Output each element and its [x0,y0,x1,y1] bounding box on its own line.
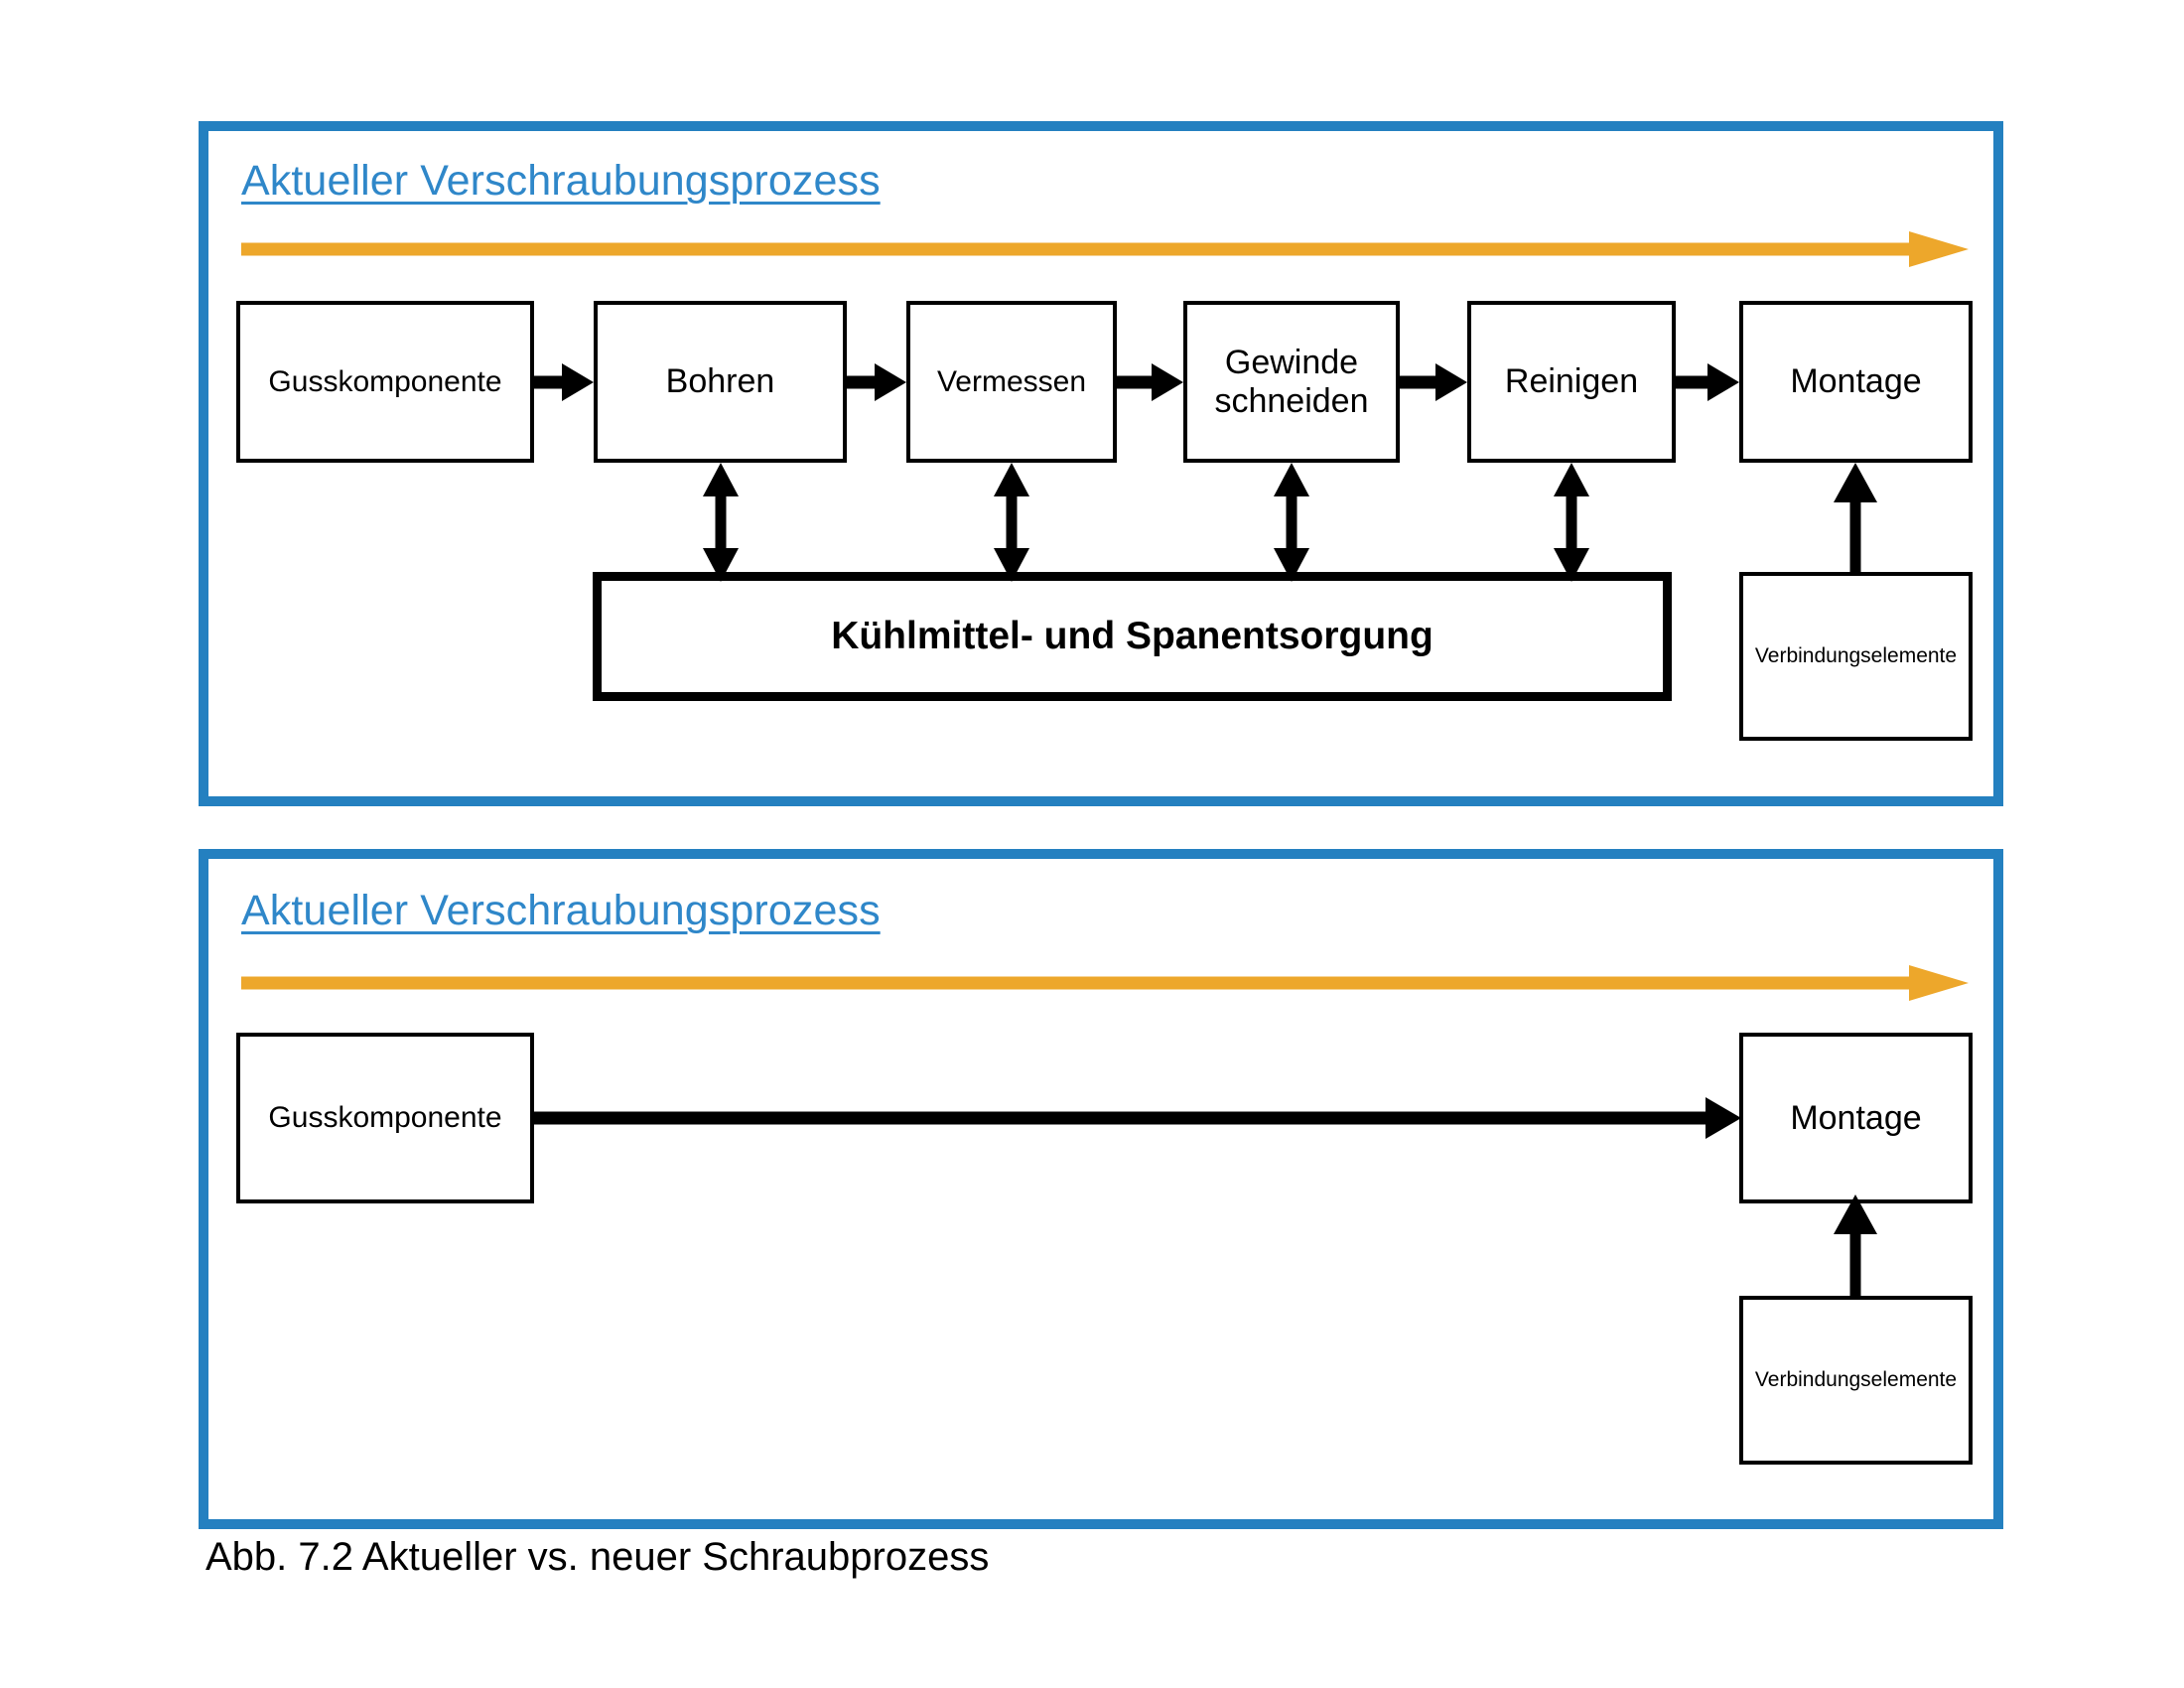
process-box-bohren[interactable]: Bohren [594,301,847,463]
process-box-label: Gusskomponente [268,1101,502,1135]
process-box-reinigen[interactable]: Reinigen [1467,301,1676,463]
panel-new-title: Aktueller Verschraubungsprozess [241,887,881,934]
supply-box-verbindungselemente-current[interactable]: Verbindungselemente [1739,572,1973,741]
support-bar-coolant-chip-disposal[interactable]: Kühlmittel- und Spanentsorgung [593,572,1672,701]
process-box-label: Vermessen [936,364,1087,398]
support-bar-label: Kühlmittel- und Spanentsorgung [831,615,1433,658]
process-box-gusskomponente[interactable]: Gusskomponente [236,301,534,463]
process-box-gusskomponente-new[interactable]: Gusskomponente [236,1033,534,1203]
process-box-label: Gusskomponente [268,364,502,398]
supply-box-label: Verbindungselemente [1754,644,1958,668]
supply-box-label: Verbindungselemente [1754,1368,1958,1392]
process-box-montage-new[interactable]: Montage [1739,1033,1973,1203]
process-box-label: Montage [1790,362,1922,401]
process-box-montage[interactable]: Montage [1739,301,1973,463]
panel-current-process [199,121,2003,806]
process-box-label-line1: Gewinde [1224,344,1359,382]
figure-caption: Abb. 7.2 Aktueller vs. neuer Schraubproz… [205,1535,990,1579]
process-box-vermessen[interactable]: Vermessen [906,301,1117,463]
process-box-label: Montage [1790,1098,1922,1137]
panel-current-title: Aktueller Verschraubungsprozess [241,157,881,205]
process-box-gewinde-schneiden[interactable]: Gewinde schneiden [1183,301,1400,463]
process-box-label: Bohren [665,362,775,401]
process-box-label: Reinigen [1504,362,1639,401]
timeline-arrow-new [241,965,1969,1001]
supply-box-verbindungselemente-new[interactable]: Verbindungselemente [1739,1296,1973,1465]
timeline-arrow-current [241,231,1969,267]
process-box-label: Gewinde schneiden [1208,344,1374,419]
process-box-label-line2: schneiden [1214,381,1369,420]
